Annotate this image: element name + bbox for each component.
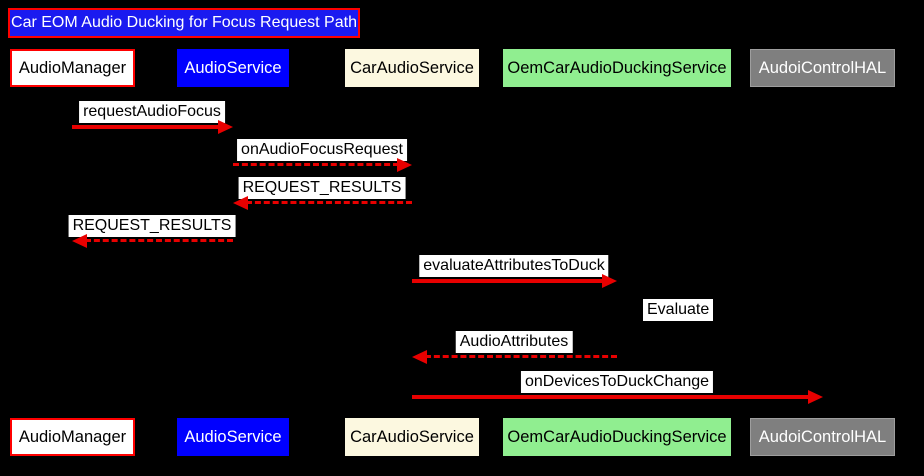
participant-audoi-control-hal: AudoiControlHAL (750, 49, 895, 87)
participant-oem-car-audio-ducking-service: OemCarAudioDuckingService (503, 49, 731, 87)
arrow-line (246, 201, 412, 204)
participant-car-audio-service: CarAudioService (345, 49, 479, 87)
arrowhead-left-icon (412, 350, 427, 364)
lifeline-audio-manager (72, 88, 73, 418)
participant-oem-car-audio-ducking-service-bottom: OemCarAudioDuckingService (503, 418, 731, 456)
participant-car-audio-service-bottom: CarAudioService (345, 418, 479, 456)
arrowhead-right-icon (808, 390, 823, 404)
lifeline-car-audio-service (412, 88, 413, 418)
message-label: Evaluate (643, 299, 714, 321)
arrow-line (72, 125, 220, 129)
arrowhead-left-icon (233, 196, 248, 210)
arrowhead-right-icon (602, 274, 617, 288)
participant-audio-service: AudioService (177, 49, 289, 87)
arrowhead-right-icon (218, 120, 233, 134)
message-label: AudioAttributes (455, 331, 573, 353)
lifeline-audio-service (233, 88, 234, 418)
arrow-line (85, 239, 233, 242)
diagram-title: Car EOM Audio Ducking for Focus Request … (8, 8, 360, 38)
arrow-line (233, 163, 399, 166)
message-label: REQUEST_RESULTS (238, 177, 406, 199)
participant-audoi-control-hal-bottom: AudoiControlHAL (750, 418, 895, 456)
message-label: evaluateAttributesToDuck (419, 255, 609, 277)
arrow-line (425, 355, 617, 358)
message-label: requestAudioFocus (79, 101, 225, 123)
arrowhead-left-icon (72, 234, 87, 248)
lifeline-oem-car-audio-ducking-service (617, 88, 618, 418)
message-label: REQUEST_RESULTS (68, 215, 236, 237)
participant-audio-service-bottom: AudioService (177, 418, 289, 456)
arrow-line (412, 395, 810, 399)
participant-audio-manager-bottom: AudioManager (10, 418, 135, 456)
message-label: onAudioFocusRequest (237, 139, 407, 161)
lifeline-audoi-control-hal (822, 88, 823, 418)
arrow-line (412, 279, 604, 283)
arrowhead-right-icon (397, 158, 412, 172)
message-label: onDevicesToDuckChange (520, 371, 714, 393)
participant-audio-manager: AudioManager (10, 49, 135, 87)
